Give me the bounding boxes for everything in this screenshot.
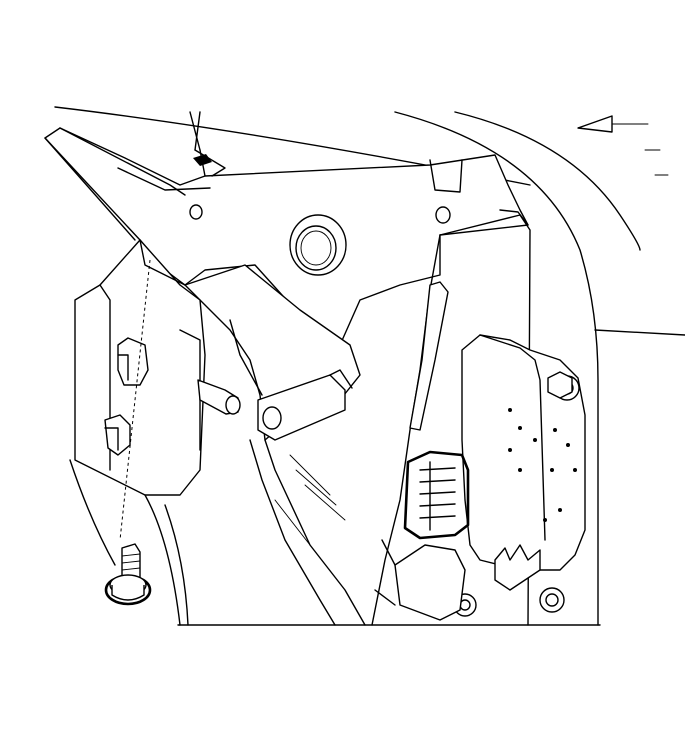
lower-body-outline bbox=[69, 459, 601, 626]
mounting-bracket bbox=[44, 111, 531, 626]
pivot-bracket bbox=[74, 239, 241, 541]
pedal-arm bbox=[184, 264, 366, 626]
flange-bolt bbox=[104, 543, 152, 606]
pedal-sensor-assembly bbox=[374, 281, 586, 621]
